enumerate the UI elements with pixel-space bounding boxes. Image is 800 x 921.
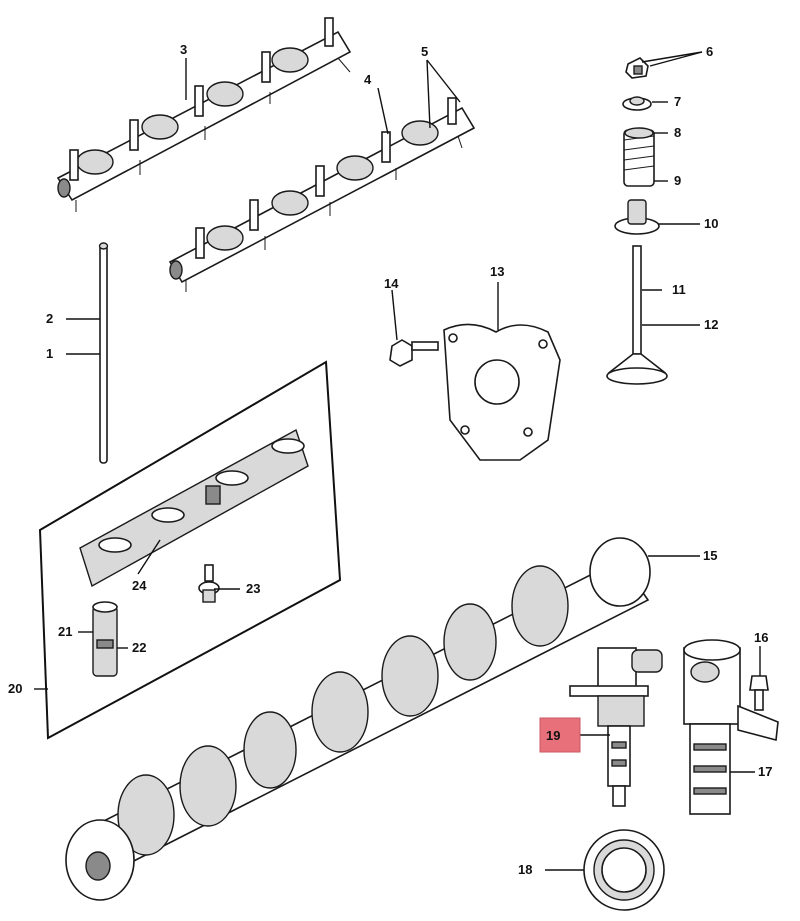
camshaft — [65, 537, 651, 901]
valve-spring — [623, 127, 655, 187]
callout-18: 18 — [518, 862, 532, 877]
callout-9: 9 — [674, 173, 681, 188]
callout-1: 1 — [46, 346, 53, 361]
thrust-plate-bolt — [389, 339, 439, 367]
camshaft-position-actuator-solenoid — [569, 647, 663, 807]
callout-labels: 1 2 3 4 5 6 7 8 9 10 11 12 13 14 15 16 1… — [8, 42, 772, 877]
camshaft-thrust-plate — [443, 323, 561, 461]
callout-16: 16 — [754, 630, 768, 645]
camshaft-seal — [583, 829, 665, 911]
lifter-guide-inset-box — [38, 360, 342, 740]
callout-12: 12 — [704, 317, 718, 332]
callout-19-highlight — [539, 717, 581, 753]
valve-stem-seal — [614, 199, 660, 235]
push-rod — [98, 242, 109, 464]
callout-5: 5 — [421, 44, 428, 59]
callout-15: 15 — [703, 548, 717, 563]
callout-21: 21 — [58, 624, 72, 639]
callout-8: 8 — [674, 125, 681, 140]
callout-7: 7 — [674, 94, 681, 109]
valve — [606, 245, 668, 385]
callout-10: 10 — [704, 216, 718, 231]
valve-spring-retainer — [622, 96, 652, 111]
callout-14: 14 — [384, 276, 399, 291]
lifter-guide-bolt — [198, 564, 220, 603]
rocker-arm-assembly-upper — [56, 17, 352, 212]
oil-control-solenoid — [683, 639, 779, 815]
callout-6: 6 — [706, 44, 713, 59]
callout-17: 17 — [758, 764, 772, 779]
callout-11: 11 — [672, 282, 686, 297]
callout-23: 23 — [246, 581, 260, 596]
callout-4: 4 — [364, 72, 372, 87]
hydraulic-lifter — [92, 601, 118, 677]
callout-20: 20 — [8, 681, 22, 696]
valve-retainer-keepers — [625, 57, 649, 79]
lifter-guide — [79, 428, 309, 588]
callout-19: 19 — [546, 728, 560, 743]
solenoid-bolt — [749, 675, 769, 711]
callout-2: 2 — [46, 311, 53, 326]
callout-13: 13 — [490, 264, 504, 279]
callout-24: 24 — [132, 578, 147, 593]
rocker-arm-assembly-lower — [168, 97, 476, 292]
callout-3: 3 — [180, 42, 187, 57]
leader-lines — [34, 51, 761, 871]
callout-22: 22 — [132, 640, 146, 655]
